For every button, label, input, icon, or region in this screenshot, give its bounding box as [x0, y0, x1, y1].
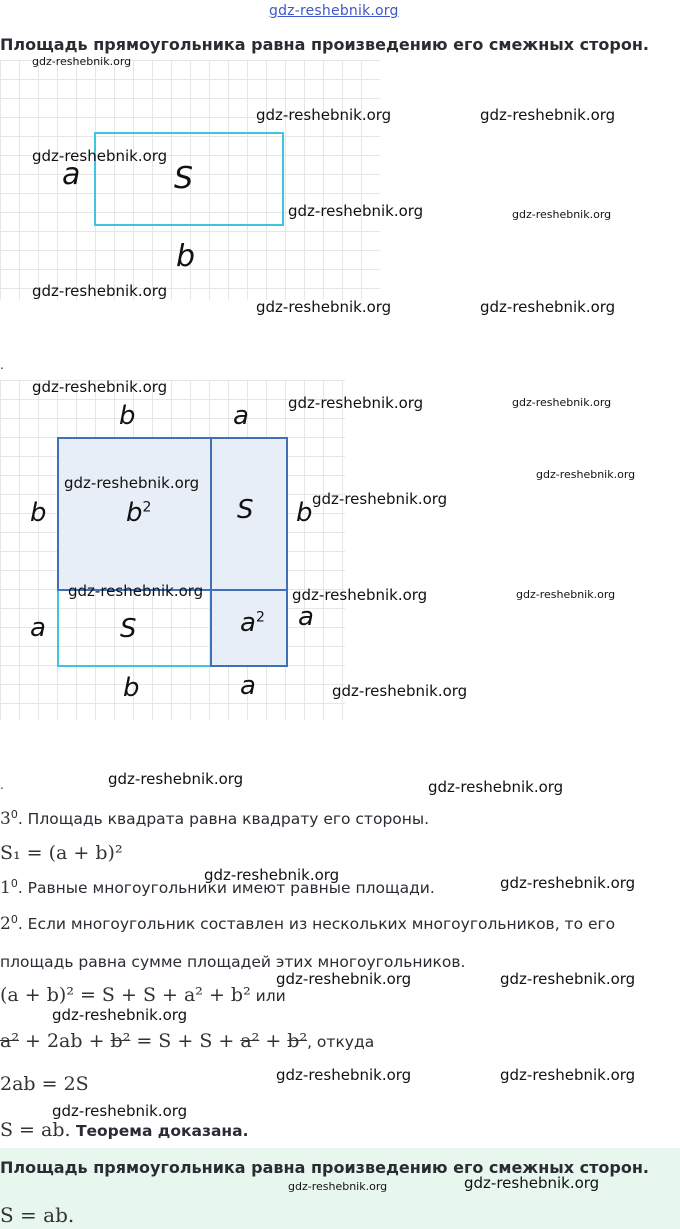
watermark: gdz-reshebnik.org [276, 1066, 412, 1084]
watermark: gdz-reshebnik.org [428, 778, 564, 796]
watermark: gdz-reshebnik.org [288, 202, 424, 220]
summary-heading: Площадь прямоугольника равна произведени… [0, 1158, 649, 1177]
a-squared-base: a [240, 608, 256, 638]
formula-s1: S₁ = (a + b)² [0, 842, 123, 864]
property-2-number: 2 [0, 914, 11, 935]
watermark: gdz-reshebnik.org [256, 298, 392, 316]
watermark: gdz-reshebnik.org [516, 588, 616, 601]
watermark: gdz-reshebnik.org [108, 770, 244, 788]
figure-2-s-top: S [237, 495, 254, 525]
figure-2-a-squared: a2 [240, 610, 265, 636]
equation-2-a2-cancelled: a² [0, 1030, 19, 1052]
figure-2-b-square [57, 437, 212, 591]
property-2-degree: 0 [10, 913, 18, 926]
watermark: gdz-reshebnik.org [500, 874, 636, 892]
dot-separator-2: . [0, 778, 4, 792]
equation-2-mid: + 2ab + [18, 1030, 111, 1052]
watermark: gdz-reshebnik.org [32, 282, 168, 300]
watermark: gdz-reshebnik.org [500, 970, 636, 988]
watermark: gdz-reshebnik.org [480, 298, 616, 316]
equation-2: a² + 2ab + b² = S + S + a² + b², откуда [0, 1030, 374, 1052]
watermark: gdz-reshebnik.org [64, 474, 200, 492]
watermark: gdz-reshebnik.org [32, 378, 168, 396]
summary-formula: S = ab. [0, 1203, 75, 1227]
figure-1-rectangle [94, 132, 284, 226]
watermark: gdz-reshebnik.org [292, 586, 428, 604]
equation-1-tail: или [250, 987, 286, 1005]
watermark: gdz-reshebnik.org [32, 55, 132, 68]
figure-2-right-a: a [298, 602, 314, 632]
watermark: gdz-reshebnik.org [312, 490, 448, 508]
watermark: gdz-reshebnik.org [256, 106, 392, 124]
page-heading: Площадь прямоугольника равна произведени… [0, 35, 649, 54]
watermark: gdz-reshebnik.org [52, 1006, 188, 1024]
watermark: gdz-reshebnik.org [536, 468, 636, 481]
property-3: 30. Площадь квадрата равна квадрату его … [0, 808, 429, 829]
figure-2-left-b: b [30, 498, 47, 528]
figure-1-area-s: S [174, 161, 194, 196]
b-squared-base: b [126, 498, 143, 528]
watermark: gdz-reshebnik.org [276, 970, 412, 988]
equation-2-a2b-cancelled: a² [240, 1030, 260, 1052]
watermark: gdz-reshebnik.org [68, 582, 204, 600]
figure-2-right-b: b [296, 498, 313, 528]
equation-1: (a + b)² = S + S + a² + b² или [0, 984, 286, 1006]
watermark: gdz-reshebnik.org [52, 1102, 188, 1120]
equation-3: 2ab = 2S [0, 1073, 89, 1095]
figure-2-left-a: a [30, 613, 46, 643]
watermark: gdz-reshebnik.org [512, 396, 612, 409]
watermark: gdz-reshebnik.org [512, 208, 612, 221]
figure-2-top-a: a [233, 401, 249, 431]
property-1-number: 1 [0, 878, 11, 899]
figure-1-side-a: a [62, 157, 81, 192]
property-3-degree: 0 [10, 808, 18, 821]
watermark: gdz-reshebnik.org [288, 394, 424, 412]
equation-1-formula: (a + b)² = S + S + a² + b² [0, 984, 251, 1006]
a-squared-exponent: 2 [255, 609, 265, 626]
equation-4-formula: S = ab. [0, 1119, 71, 1141]
figure-2-b-squared: b2 [126, 500, 151, 526]
watermark: gdz-reshebnik.org [288, 1180, 388, 1193]
property-1: 10. Равные многоугольники имеют равные п… [0, 877, 435, 898]
watermark: gdz-reshebnik.org [204, 866, 340, 884]
watermark: gdz-reshebnik.org [500, 1066, 636, 1084]
top-watermark-link[interactable]: gdz-reshebnik.org [269, 3, 399, 19]
watermark: gdz-reshebnik.org [480, 106, 616, 124]
figure-2-top-b: b [119, 401, 136, 431]
property-2-text: . Если многоугольник составлен из нескол… [17, 915, 616, 934]
property-3-number: 3 [0, 809, 11, 830]
figure-2-bottom-b: b [123, 673, 140, 703]
figure-2-bottom-a: a [240, 671, 256, 701]
equation-4: S = ab. Теорема доказана. [0, 1119, 248, 1141]
property-2-continuation: площадь равна сумме площадей этих многоу… [0, 953, 466, 971]
equation-2-rest: = S + S + [130, 1030, 241, 1052]
watermark: gdz-reshebnik.org [332, 682, 468, 700]
watermark: gdz-reshebnik.org [464, 1174, 600, 1192]
property-3-text: . Площадь квадрата равна квадрату его ст… [17, 810, 430, 829]
theorem-proved-text: Теорема доказана. [70, 1122, 249, 1140]
property-1-text: . Равные многоугольники имеют равные пло… [17, 879, 435, 898]
equation-2-b2b-cancelled: b² [287, 1030, 308, 1052]
figure-1-side-b: b [176, 239, 196, 274]
figure-2-s-bottom: S [120, 614, 137, 644]
b-squared-exponent: 2 [142, 499, 152, 516]
equation-2-plus: + [259, 1030, 288, 1052]
summary-box: Площадь прямоугольника равна произведени… [0, 1148, 680, 1229]
equation-2-b2-cancelled: b² [110, 1030, 131, 1052]
watermark: gdz-reshebnik.org [32, 147, 168, 165]
figure-1-grid [0, 60, 380, 300]
dot-separator: . [0, 358, 4, 372]
property-2: 20. Если многоугольник составлен из неск… [0, 913, 615, 934]
equation-2-tail: , откуда [307, 1033, 375, 1051]
property-1-degree: 0 [10, 877, 18, 890]
figure-2-a-square [210, 589, 288, 667]
